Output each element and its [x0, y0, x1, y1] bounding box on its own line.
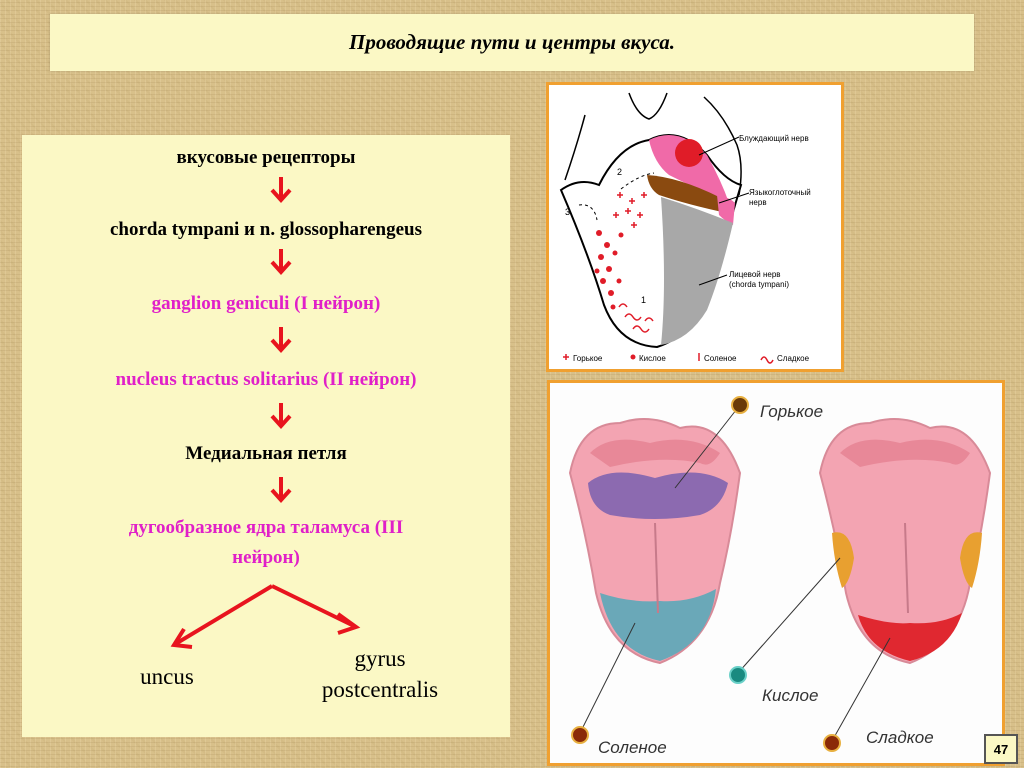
leaf-uncus: uncus [140, 664, 194, 689]
branch-arrows-icon [170, 584, 361, 649]
sour-pin-icon [729, 666, 747, 684]
step-ganglion: ganglion geniculi (I нейрон) [151, 293, 381, 314]
legend-salty: Соленое [704, 354, 737, 363]
step-taste-receptors: вкусовые рецепторы [176, 147, 356, 168]
innervation-diagram: 2 3 1 Блуждающий нерв Языкоглоточный нер… [546, 82, 844, 372]
legend-sour: Кислое [639, 354, 666, 363]
pathway-flowchart: вкусовые рецепторы chorda tympani и n. g… [22, 135, 510, 737]
label-facial-1: Лицевой нерв [729, 270, 781, 279]
step-nucleus: nucleus tractus solitarius (II нейрон) [115, 369, 417, 390]
taste-legend: Горькое Кислое Соленое Сладкое [563, 353, 810, 364]
tongue-zones-illustration: Горькое Кислое Соленое Сладкое [568, 396, 992, 757]
down-arrow-icon [270, 477, 292, 503]
label-facial-2: (chorda tympani) [729, 280, 789, 289]
title-banner: Проводящие пути и центры вкуса. [50, 14, 974, 71]
label-bitter: Горькое [760, 402, 823, 421]
legend-bitter: Горькое [573, 354, 603, 363]
label-vagus-nerve: Блуждающий нерв [739, 134, 809, 143]
sweet-pin-icon [823, 734, 841, 752]
down-arrow-icon [270, 403, 292, 429]
tongue-left [568, 418, 742, 665]
salty-pin-icon [571, 726, 589, 744]
down-arrow-icon [270, 177, 292, 203]
page-number: 47 [984, 734, 1018, 764]
legend-sweet: Сладкое [777, 354, 810, 363]
label-glossopharyngeal-1: Языкоглоточный [749, 188, 811, 197]
bitter-crosses [613, 192, 647, 228]
region-number-1: 1 [641, 295, 646, 305]
label-sour: Кислое [762, 686, 818, 705]
step-thalamus-line2: нейрон) [232, 547, 300, 568]
sour-dots [594, 230, 624, 310]
step-medial-lemniscus: Медиальная петля [185, 443, 347, 464]
label-sweet: Сладкое [866, 728, 934, 747]
step-nerves: chorda tympani и n. glossopharengeus [109, 219, 422, 240]
taste-zones-figure: Горькое Кислое Соленое Сладкое [547, 380, 1005, 766]
tongue-innervation-figure: 2 3 1 Блуждающий нерв Языкоглоточный нер… [559, 92, 811, 364]
region-number-3: 3 [565, 207, 570, 217]
sweet-squiggles [618, 303, 654, 333]
label-glossopharyngeal-2: нерв [749, 198, 767, 207]
bitter-pin-icon [731, 396, 749, 414]
tongue-right [818, 418, 992, 665]
label-salty: Соленое [598, 738, 667, 757]
slide-title: Проводящие пути и центры вкуса. [348, 30, 676, 54]
down-arrow-icon [270, 327, 292, 353]
down-arrow-icon [270, 249, 292, 275]
leaf-gyrus-line1: gyrus [354, 646, 406, 671]
region-number-2: 2 [617, 167, 622, 177]
leaf-gyrus-line2: postcentralis [321, 677, 439, 702]
step-thalamus-line1: дугообразное ядра таламуса (III [128, 517, 404, 538]
